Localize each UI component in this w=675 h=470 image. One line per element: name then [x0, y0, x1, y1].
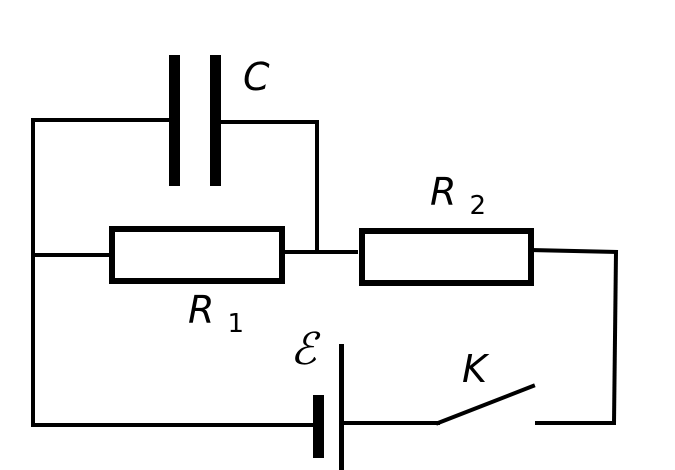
capacitor-plate-left	[169, 55, 180, 186]
battery-long-plate	[339, 344, 344, 470]
battery-short-plate	[313, 395, 324, 458]
label-r2-sub: 2	[470, 191, 487, 221]
label-r1-sub: 1	[228, 309, 245, 339]
capacitor-plate-right	[210, 55, 221, 186]
label-r2-main: R	[430, 170, 456, 214]
wire-right-rail	[611, 249, 619, 426]
wire-r2-right	[528, 247, 619, 255]
switch-blade	[435, 383, 536, 426]
wires	[31, 118, 619, 427]
label-r1-main: R	[188, 288, 214, 332]
label-r1: R 1	[188, 288, 244, 339]
resistor-r1	[109, 226, 285, 284]
label-capacitor: C	[243, 55, 270, 99]
battery	[313, 344, 344, 470]
label-r2: R 2	[430, 170, 486, 221]
label-switch: K	[462, 347, 490, 391]
capacitor	[169, 55, 221, 186]
resistor-r2	[359, 228, 534, 286]
label-emf: ℰ	[290, 324, 321, 375]
